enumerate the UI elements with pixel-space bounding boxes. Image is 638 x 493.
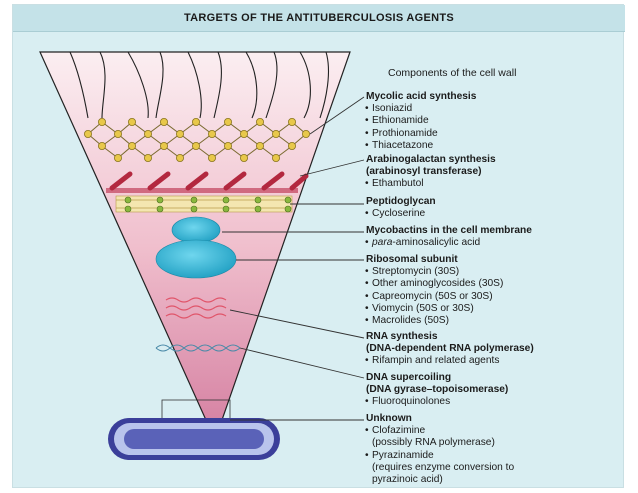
drug-item: Fluoroquinolones	[365, 396, 626, 408]
drug-note: pyrazinoic acid)	[372, 474, 443, 486]
section-title: Mycolic acid synthesis	[366, 91, 477, 102]
section-title: Ribosomal subunit	[366, 254, 458, 265]
drug-item: para-aminosalicylic acid	[365, 237, 626, 249]
section-rna: RNA synthesis (DNA-dependent RNA polymer…	[365, 331, 626, 368]
drug-item: Pyrazinamide	[365, 450, 626, 462]
section-peptidoglycan: Peptidoglycan Cycloserine	[365, 196, 626, 221]
section-mycolic: Mycolic acid synthesis Isoniazid Ethiona…	[365, 91, 626, 152]
mycolic-acid-chains	[69, 51, 329, 119]
drug-item: Ethambutol	[365, 178, 626, 190]
lipid-nodes	[84, 118, 310, 162]
drug-item: Viomycin (50S or 30S)	[365, 303, 626, 315]
drug-item: Macrolides (50S)	[365, 315, 626, 327]
section-unknown: Unknown Clofazimine (possibly RNA polyme…	[365, 413, 626, 486]
section-title: Arabinogalactan synthesis	[366, 154, 496, 165]
drug-item: Isoniazid	[365, 103, 626, 115]
peptidoglycan-layer	[115, 195, 293, 213]
section-dna: DNA supercoiling (DNA gyrase–topoisomera…	[365, 372, 626, 409]
section-subtitle: (arabinosyl transferase)	[366, 166, 482, 178]
ribosome-small-subunit	[171, 216, 221, 244]
rna-strands	[165, 297, 227, 319]
drug-item: Cycloserine	[365, 208, 626, 220]
section-title: Peptidoglycan	[366, 196, 436, 207]
drug-item: Streptomycin (30S)	[365, 266, 626, 278]
section-ribosomal: Ribosomal subunit Streptomycin (30S) Oth…	[365, 254, 626, 327]
section-subtitle: (DNA-dependent RNA polymerase)	[366, 343, 534, 355]
drug-item: Thiacetazone	[365, 140, 626, 152]
section-arabinogalactan: Arabinogalactan synthesis (arabinosyl tr…	[365, 154, 626, 191]
drug-name-rest: -aminosalicylic acid	[392, 237, 481, 249]
section-title: RNA synthesis	[366, 331, 438, 342]
components-heading: Components of the cell wall	[388, 67, 517, 79]
drug-item: Other aminoglycosides (30S)	[365, 278, 626, 290]
figure-title: TARGETS OF THE ANTITUBERCULOSIS AGENTS	[13, 5, 625, 32]
drug-prefix: para	[372, 237, 393, 249]
dna-helix	[155, 344, 241, 352]
drug-item: Capreomycin (50S or 30S)	[365, 291, 626, 303]
drug-item: Prothionamide	[365, 128, 626, 140]
drug-item: Rifampin and related agents	[365, 355, 626, 367]
section-mycobactins: Mycobactins in the cell membrane para-am…	[365, 225, 626, 250]
ribosome-large-subunit	[155, 239, 237, 279]
arabinogalactan-layer	[106, 171, 309, 193]
drug-note: (requires enzyme conversion to	[372, 461, 515, 473]
leader-lines	[222, 96, 365, 421]
section-title: Mycobactins in the cell membrane	[366, 225, 532, 236]
section-subtitle: (DNA gyrase–topoisomerase)	[366, 384, 509, 396]
section-title: Unknown	[366, 413, 412, 424]
drug-item: Ethionamide	[365, 115, 626, 127]
bacterium-inner	[124, 429, 264, 449]
drug-item: Clofazimine	[365, 425, 626, 437]
section-title: DNA supercoiling	[366, 372, 452, 383]
drug-note: (possibly RNA polymerase)	[372, 437, 495, 449]
